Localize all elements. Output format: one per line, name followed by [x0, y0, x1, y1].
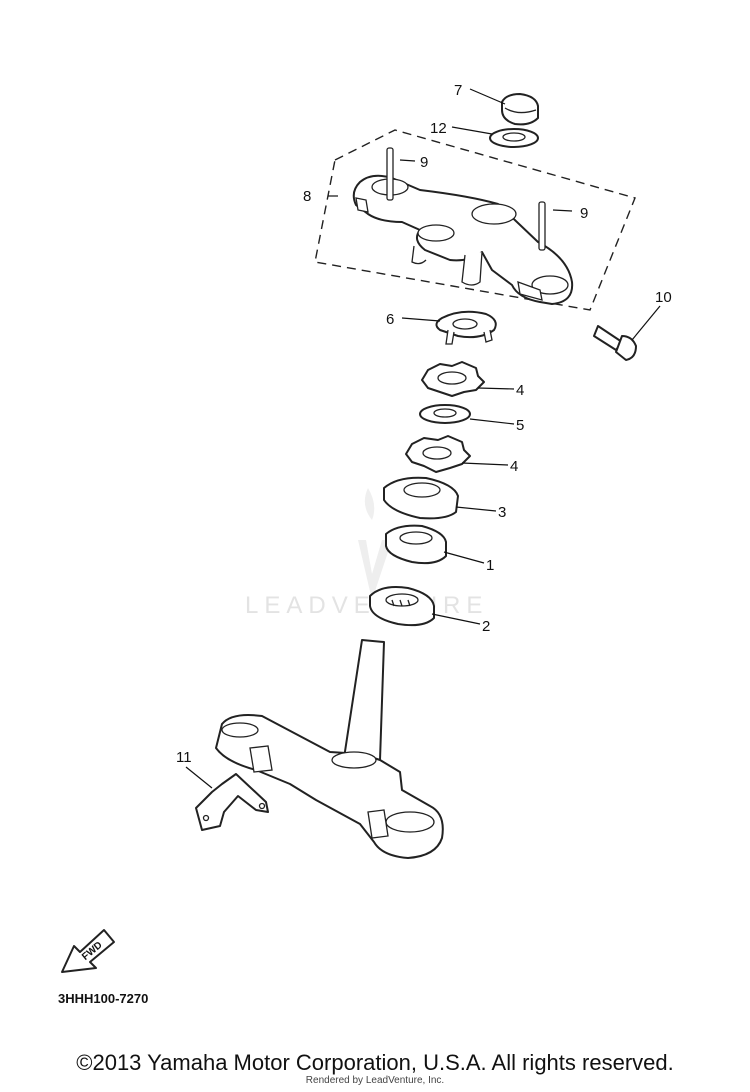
washer-12 — [489, 128, 539, 148]
callouts: 7 12 9 8 9 10 6 4 5 4 3 1 2 11 — [176, 82, 672, 766]
reference-code: 3HHH100-7270 — [58, 991, 148, 1006]
bearing-lower — [369, 586, 435, 627]
upper-bracket-assembly — [314, 129, 636, 311]
callout-4-lower: 4 — [510, 458, 518, 475]
watermark-logo-mark — [358, 540, 392, 600]
callout-4-upper: 4 — [516, 382, 524, 399]
pins — [386, 147, 546, 251]
callout-1: 1 — [486, 557, 494, 574]
fwd-arrow-icon: FWD — [61, 929, 115, 973]
callout-2: 2 — [482, 618, 490, 635]
watermark-text: LEADVENTURE — [245, 592, 488, 619]
bearing-upper — [385, 524, 447, 565]
washer-5 — [419, 404, 471, 424]
lock-washer — [435, 310, 497, 345]
callout-3: 3 — [498, 504, 506, 521]
watermark: LEADVENTURE — [245, 488, 488, 619]
copyright-notice: ©2013 Yamaha Motor Corporation, U.S.A. A… — [76, 1050, 674, 1075]
ring-nut-upper — [421, 361, 485, 397]
callout-7: 7 — [454, 82, 462, 99]
callout-9-left: 9 — [420, 154, 428, 171]
leader-lines — [185, 88, 661, 789]
callout-9-right: 9 — [580, 205, 588, 222]
callout-5: 5 — [516, 417, 524, 434]
callout-11: 11 — [176, 749, 192, 766]
callout-12: 12 — [430, 120, 447, 137]
ring-nut-lower — [405, 435, 471, 473]
dust-seal — [383, 476, 459, 520]
crown-nut — [501, 93, 539, 126]
hose-bracket — [195, 773, 269, 831]
assembly-dashed-box — [314, 129, 636, 311]
rendered-by-note: Rendered by LeadVenture, Inc. — [305, 1075, 445, 1086]
pinch-bolt — [593, 325, 637, 361]
callout-8: 8 — [303, 188, 311, 205]
under-bracket — [215, 639, 444, 859]
callout-10: 10 — [655, 289, 672, 306]
callout-6: 6 — [386, 311, 394, 328]
